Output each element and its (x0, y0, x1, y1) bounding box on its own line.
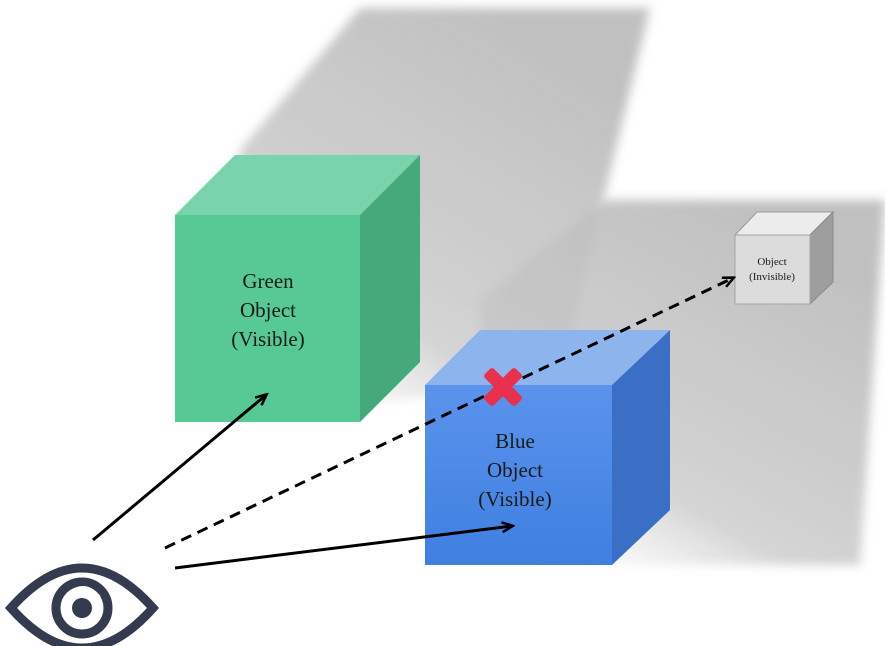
invisible-object-label-line2: (Invisible) (749, 271, 795, 283)
green-object-label-line3: (Visible) (231, 327, 304, 351)
green-object-label-line2: Object (240, 298, 296, 322)
invisible-object-cube: Object (Invisible) (733, 210, 835, 306)
blue-object-label-line2: Object (487, 458, 543, 482)
invisible-object-label-line1: Object (757, 256, 786, 268)
blue-object-label-line1: Blue (495, 429, 535, 453)
ray-to-green-object (92, 395, 266, 542)
ray-to-blue-object (174, 526, 512, 570)
green-object-cube: Green Object (Visible) (175, 155, 420, 422)
green-object-label-line1: Green (242, 269, 294, 293)
occlusion-cross-icon (484, 368, 522, 406)
eye-icon (4, 563, 160, 646)
blue-object-cube: Blue Object (Visible) (425, 330, 670, 565)
blue-object-label-line3: (Visible) (478, 487, 551, 511)
ray-to-invisible-object (164, 278, 733, 550)
